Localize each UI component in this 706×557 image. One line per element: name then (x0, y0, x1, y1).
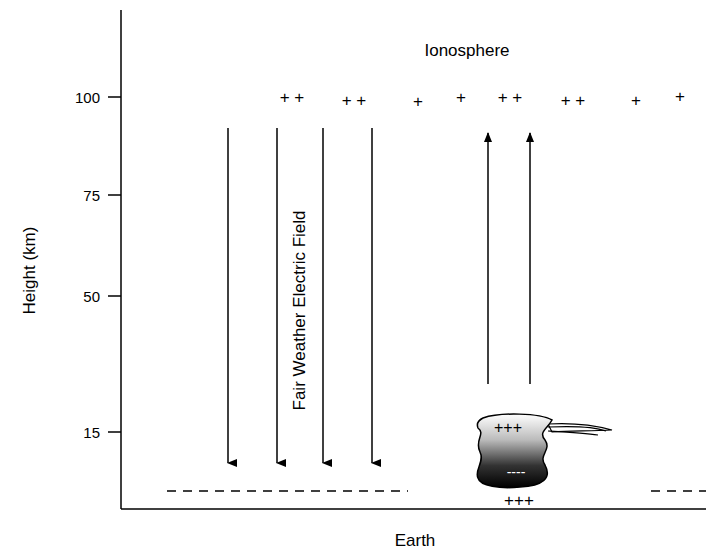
charge-sign: + + (498, 89, 523, 106)
tick-label: 15 (83, 425, 100, 440)
charge-sign: + + (561, 92, 586, 109)
ground-charge (167, 490, 706, 492)
charge-sign: + (456, 89, 466, 106)
charge-sign: +++ (494, 420, 522, 436)
field-label: Fair Weather Electric Field (292, 210, 309, 410)
tick-label: 50 (83, 289, 100, 304)
tick-label: 75 (83, 188, 100, 203)
charge-sign: ---- (507, 465, 526, 479)
tick-label: 100 (75, 90, 100, 105)
charge-sign: + + (280, 89, 305, 106)
charge-sign: + (631, 92, 641, 109)
charge-sign: + (413, 93, 423, 110)
region-label: Ionosphere (424, 42, 509, 59)
ground-label: Earth (395, 532, 436, 549)
axis-title: Height (km) (22, 226, 39, 314)
charge-sign: +++ (504, 492, 534, 509)
field-arrows (228, 128, 530, 463)
charge-sign: + (675, 88, 685, 105)
thundercloud (477, 414, 612, 488)
charge-sign: + + (342, 92, 367, 109)
axes (108, 10, 706, 509)
